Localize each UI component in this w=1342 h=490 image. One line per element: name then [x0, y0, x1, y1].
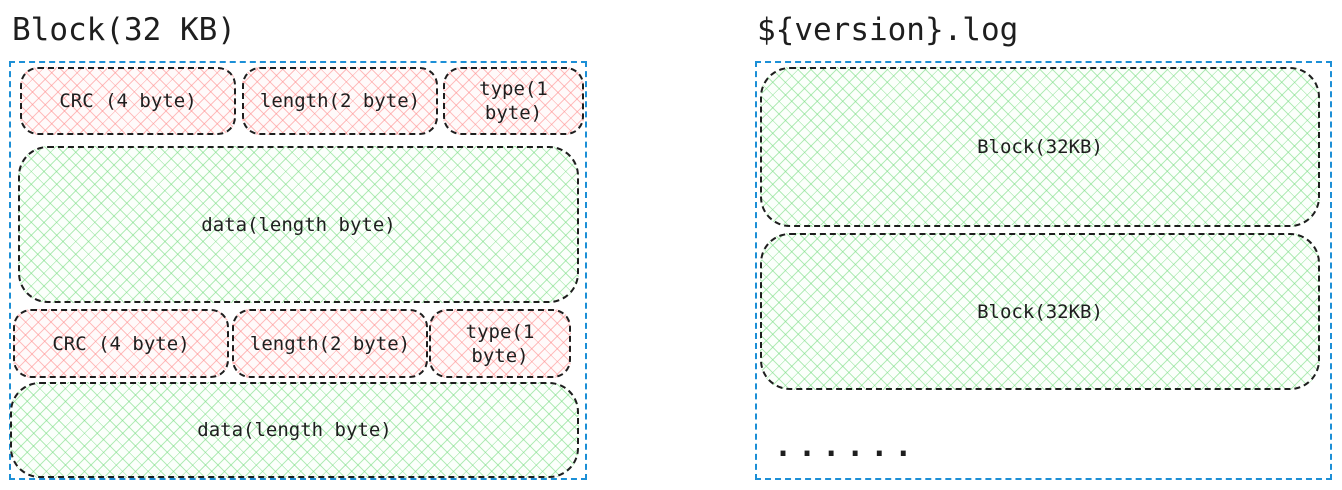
- record1-length-field: length(2 byte): [242, 67, 438, 135]
- log-file-title: ${version}.log: [757, 12, 1019, 48]
- record1-type-label-line2: byte): [484, 102, 543, 124]
- record2-type-label-line2: byte): [471, 344, 529, 367]
- record1-type-field: type(1 byte): [443, 67, 584, 135]
- record2-type-field: type(1 byte): [429, 309, 571, 378]
- log-block-2-label: Block(32KB): [977, 300, 1103, 323]
- log-file-frame: [755, 61, 1332, 480]
- record2-length-field: length(2 byte): [232, 309, 428, 378]
- log-block-2: Block(32KB): [760, 233, 1320, 390]
- log-block-1-label: Block(32KB): [977, 136, 1103, 158]
- block-title: Block(32 KB): [12, 12, 236, 48]
- record2-crc-field: CRC (4 byte): [13, 309, 229, 378]
- record2-data-label: data(length byte): [197, 419, 392, 441]
- record2-length-label: length(2 byte): [249, 332, 411, 355]
- record1-crc-label: CRC (4 byte): [59, 90, 197, 112]
- more-blocks-ellipsis: ......: [774, 429, 919, 464]
- block-frame: [9, 61, 587, 480]
- record1-length-label: length(2 byte): [259, 90, 421, 112]
- record1-crc-field: CRC (4 byte): [20, 67, 236, 135]
- record2-data-field: data(length byte): [10, 382, 579, 478]
- log-block-1: Block(32KB): [760, 67, 1320, 227]
- record1-type-label-line1: type(1: [479, 78, 548, 100]
- record1-data-label: data(length byte): [201, 213, 396, 236]
- record2-type-label-line1: type(1: [465, 320, 535, 343]
- record1-data-field: data(length byte): [18, 146, 579, 303]
- record2-crc-label: CRC (4 byte): [52, 332, 190, 355]
